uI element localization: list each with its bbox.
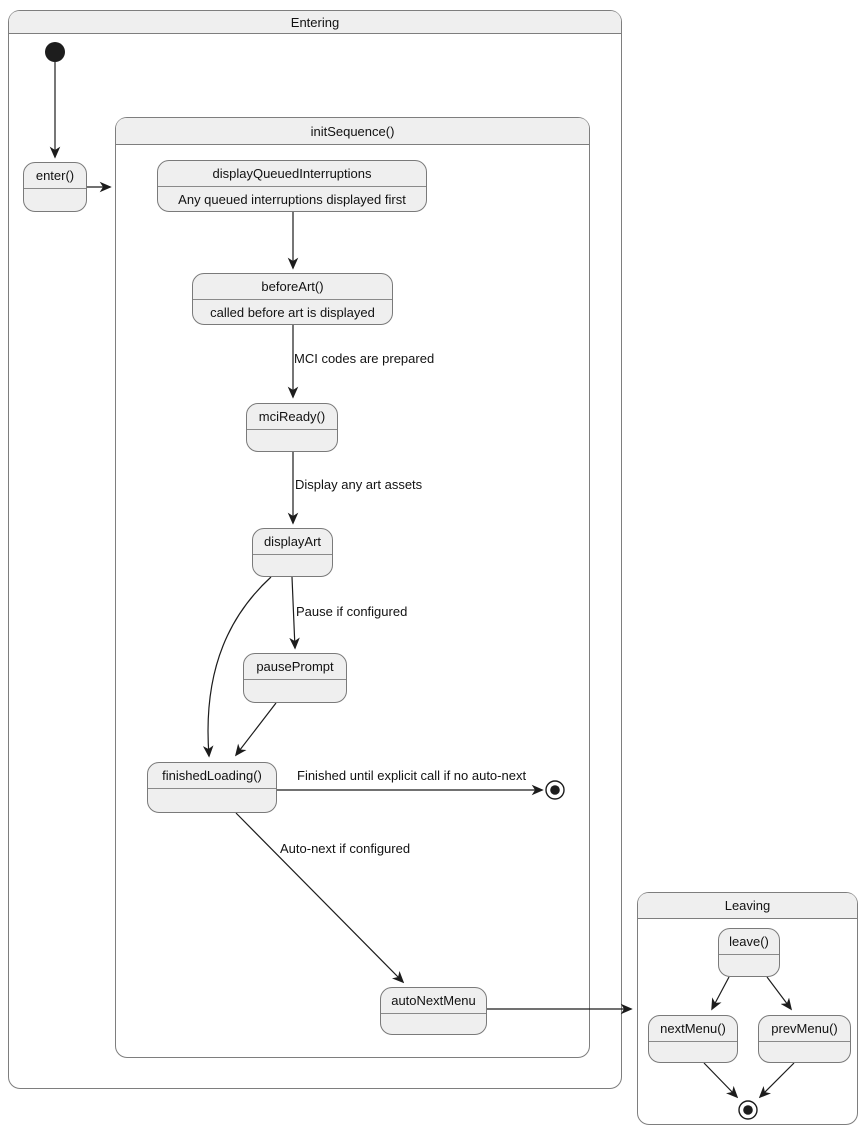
state-mciready-body [247,429,337,451]
state-pauseprompt: pausePrompt [243,653,347,703]
composite-state-initsequence: initSequence() [115,117,590,1058]
state-displayqueuedinterruptions-title: displayQueuedInterruptions [212,166,372,181]
composite-state-initsequence-title: initSequence() [116,118,589,145]
edge-label-mci-codes: MCI codes are prepared [294,351,435,366]
state-enter-title: enter() [35,168,75,183]
state-pauseprompt-body [244,679,346,702]
state-nextmenu-body [649,1041,737,1062]
state-displayart-title: displayArt [263,534,322,549]
state-autonextmenu-body [381,1013,486,1034]
edge-label-display-art-assets: Display any art assets [295,477,423,492]
state-prevmenu-title: prevMenu() [771,1021,838,1036]
state-beforeart-description: called before art is displayed [193,299,392,324]
state-autonextmenu-title: autoNextMenu [391,993,476,1008]
composite-state-entering-title: Entering [9,11,621,34]
composite-state-leaving: Leaving [637,892,858,1125]
state-prevmenu-body [759,1041,850,1062]
state-enter: enter() [23,162,87,212]
edge-label-auto-next: Auto-next if configured [280,841,411,856]
state-displayart-body [253,554,332,576]
state-nextmenu-title: nextMenu() [660,1021,726,1036]
state-pauseprompt-title: pausePrompt [256,659,334,674]
composite-state-leaving-title: Leaving [638,893,857,919]
state-mciready: mciReady() [246,403,338,452]
state-enter-body [24,188,86,211]
state-autonextmenu: autoNextMenu [380,987,487,1035]
state-displayqueuedinterruptions-description: Any queued interruptions displayed first [158,186,426,211]
state-finishedloading: finishedLoading() [147,762,277,813]
state-finishedloading-body [148,788,276,812]
state-finishedloading-title: finishedLoading() [162,768,262,783]
edge-label-pause-if-configured: Pause if configured [296,604,408,619]
state-displayqueuedinterruptions: displayQueuedInterruptions Any queued in… [157,160,427,212]
edge-label-finished-until: Finished until explicit call if no auto-… [297,768,527,783]
state-beforeart: beforeArt() called before art is display… [192,273,393,325]
state-prevmenu: prevMenu() [758,1015,851,1063]
state-leave: leave() [718,928,780,977]
state-leave-body [719,954,779,976]
state-beforeart-title: beforeArt() [261,279,324,294]
state-mciready-title: mciReady() [258,409,326,424]
state-nextmenu: nextMenu() [648,1015,738,1063]
state-displayart: displayArt [252,528,333,577]
state-leave-title: leave() [729,934,769,949]
